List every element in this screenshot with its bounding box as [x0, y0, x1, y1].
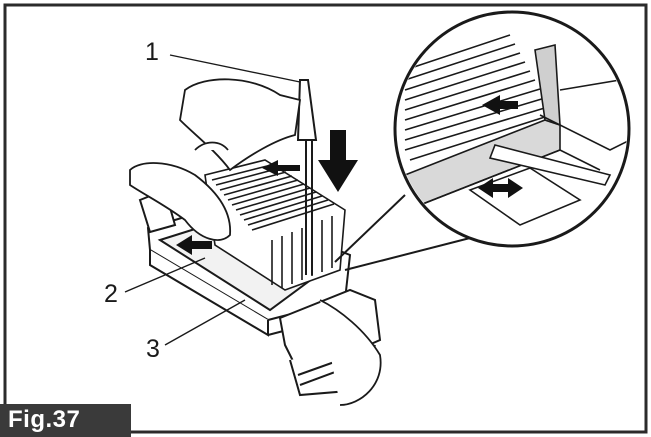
callout-1: 1	[145, 38, 159, 66]
detail-magnifier	[393, 10, 631, 248]
figure-label: Fig.37	[8, 406, 81, 433]
push-arrow-icon	[176, 235, 212, 255]
leader-lines	[124, 54, 301, 346]
double-arrow-icon	[478, 178, 523, 198]
figure-label-box: Fig.37	[0, 404, 131, 437]
down-arrow-icon	[318, 130, 358, 192]
callout-3: 3	[146, 335, 160, 363]
screwdriver	[296, 79, 318, 275]
hands	[129, 78, 382, 406]
callout-2: 2	[104, 280, 118, 308]
magnifier-connector	[334, 194, 471, 271]
push-arrow-icon	[262, 160, 300, 176]
push-arrow-icon	[482, 95, 518, 115]
heatsink	[204, 159, 346, 291]
